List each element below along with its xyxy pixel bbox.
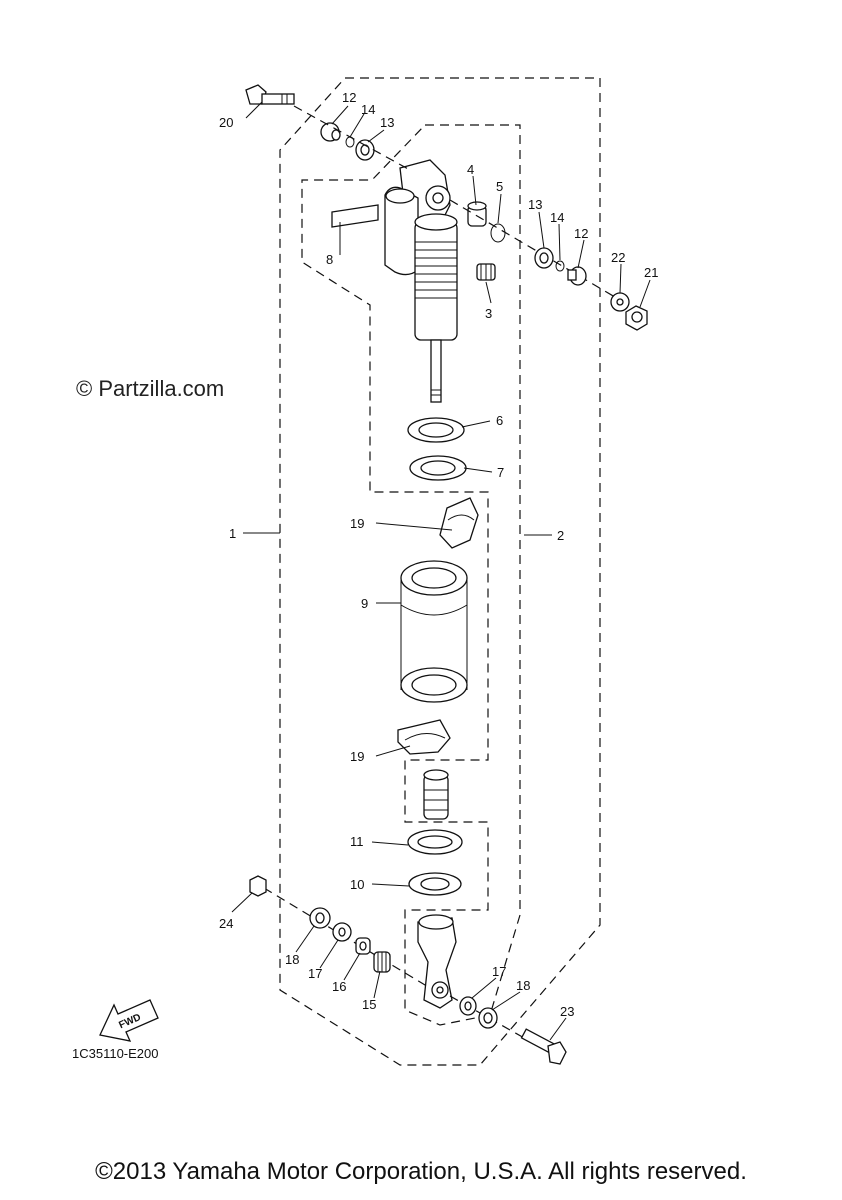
callout-19-upper: 19 bbox=[350, 516, 364, 531]
callout-24: 24 bbox=[219, 916, 233, 931]
callout-20: 20 bbox=[219, 115, 233, 130]
callout-10: 10 bbox=[350, 877, 364, 892]
fwd-arrow-icon: FWD bbox=[99, 999, 159, 1042]
lock-nut-ring bbox=[407, 417, 465, 443]
adjuster-nut-ring bbox=[409, 455, 467, 481]
bump-stop bbox=[423, 769, 449, 820]
watermark: © Partzilla.com bbox=[76, 376, 224, 401]
top-left-oil-seal bbox=[355, 139, 375, 161]
top-right-oil-seal bbox=[534, 247, 554, 269]
callout-14-top-right: 14 bbox=[550, 210, 564, 225]
callout-12-top-left: 12 bbox=[342, 90, 356, 105]
callout-8: 8 bbox=[326, 252, 333, 267]
shock-piston-rod bbox=[430, 339, 442, 403]
callout-9: 9 bbox=[361, 596, 368, 611]
top-left-axis-line bbox=[293, 105, 411, 171]
callout-11: 11 bbox=[350, 834, 364, 849]
lower-right-oil-seal bbox=[478, 1007, 498, 1029]
washer-part bbox=[610, 292, 630, 312]
lower-mount-bolt bbox=[520, 1028, 567, 1065]
collar-part bbox=[467, 201, 487, 227]
shock-spring bbox=[400, 560, 468, 703]
callout-4: 4 bbox=[467, 162, 474, 177]
circlip-part bbox=[490, 223, 506, 243]
top-left-bushing bbox=[320, 122, 341, 142]
nut-part bbox=[625, 305, 648, 331]
top-right-bushing bbox=[567, 266, 587, 286]
callout-23: 23 bbox=[560, 1004, 574, 1019]
callout-16: 16 bbox=[332, 979, 346, 994]
callout-15: 15 bbox=[362, 997, 376, 1012]
callout-13-top-right: 13 bbox=[528, 197, 542, 212]
callout-17-lower-right: 17 bbox=[492, 964, 506, 979]
callout-18-lower-left: 18 bbox=[285, 952, 299, 967]
top-mount-bolt bbox=[245, 84, 295, 105]
shock-body bbox=[414, 213, 458, 341]
spring-seat-upper bbox=[407, 829, 463, 855]
top-right-o-ring bbox=[555, 260, 565, 272]
shock-reservoir bbox=[384, 186, 419, 276]
spring-guide-upper bbox=[439, 497, 479, 549]
callout-14-top-left: 14 bbox=[361, 102, 375, 117]
assembly-1-boundary bbox=[279, 77, 601, 1066]
adjuster-part bbox=[476, 263, 496, 281]
diagram-code: 1C35110-E200 bbox=[72, 1046, 159, 1061]
callout-6: 6 bbox=[496, 413, 503, 428]
spring-guide-lower bbox=[397, 719, 451, 755]
callout-18-lower-right: 18 bbox=[516, 978, 530, 993]
lower-inner-collar bbox=[355, 937, 371, 955]
top-right-axis-line bbox=[449, 199, 621, 301]
lower-nut bbox=[249, 875, 267, 897]
callout-12-top-right: 12 bbox=[574, 226, 588, 241]
callout-labels: 20 12 14 13 4 5 8 3 13 14 12 22 21 © Par… bbox=[72, 90, 658, 1061]
shock-lower-clevis bbox=[417, 914, 457, 1009]
callout-22: 22 bbox=[611, 250, 625, 265]
callout-7: 7 bbox=[497, 465, 504, 480]
callout-19-lower: 19 bbox=[350, 749, 364, 764]
callout-17-lower-left: 17 bbox=[308, 966, 322, 981]
callout-5: 5 bbox=[496, 179, 503, 194]
callout-3: 3 bbox=[485, 306, 492, 321]
callout-2: 2 bbox=[557, 528, 564, 543]
lower-bearing bbox=[373, 951, 391, 973]
lower-right-collar bbox=[459, 996, 477, 1016]
callout-13-top-left: 13 bbox=[380, 115, 394, 130]
leader-lines bbox=[231, 101, 651, 1041]
label-sticker bbox=[331, 204, 379, 228]
callout-1: 1 bbox=[229, 526, 236, 541]
lower-left-oil-seal bbox=[309, 907, 331, 929]
copyright-notice: ©2013 Yamaha Motor Corporation, U.S.A. A… bbox=[95, 1158, 747, 1185]
assembly-2-boundary bbox=[301, 124, 521, 1026]
callout-21: 21 bbox=[644, 265, 658, 280]
lower-left-collar bbox=[332, 922, 352, 942]
spring-seat-lower bbox=[408, 872, 462, 896]
